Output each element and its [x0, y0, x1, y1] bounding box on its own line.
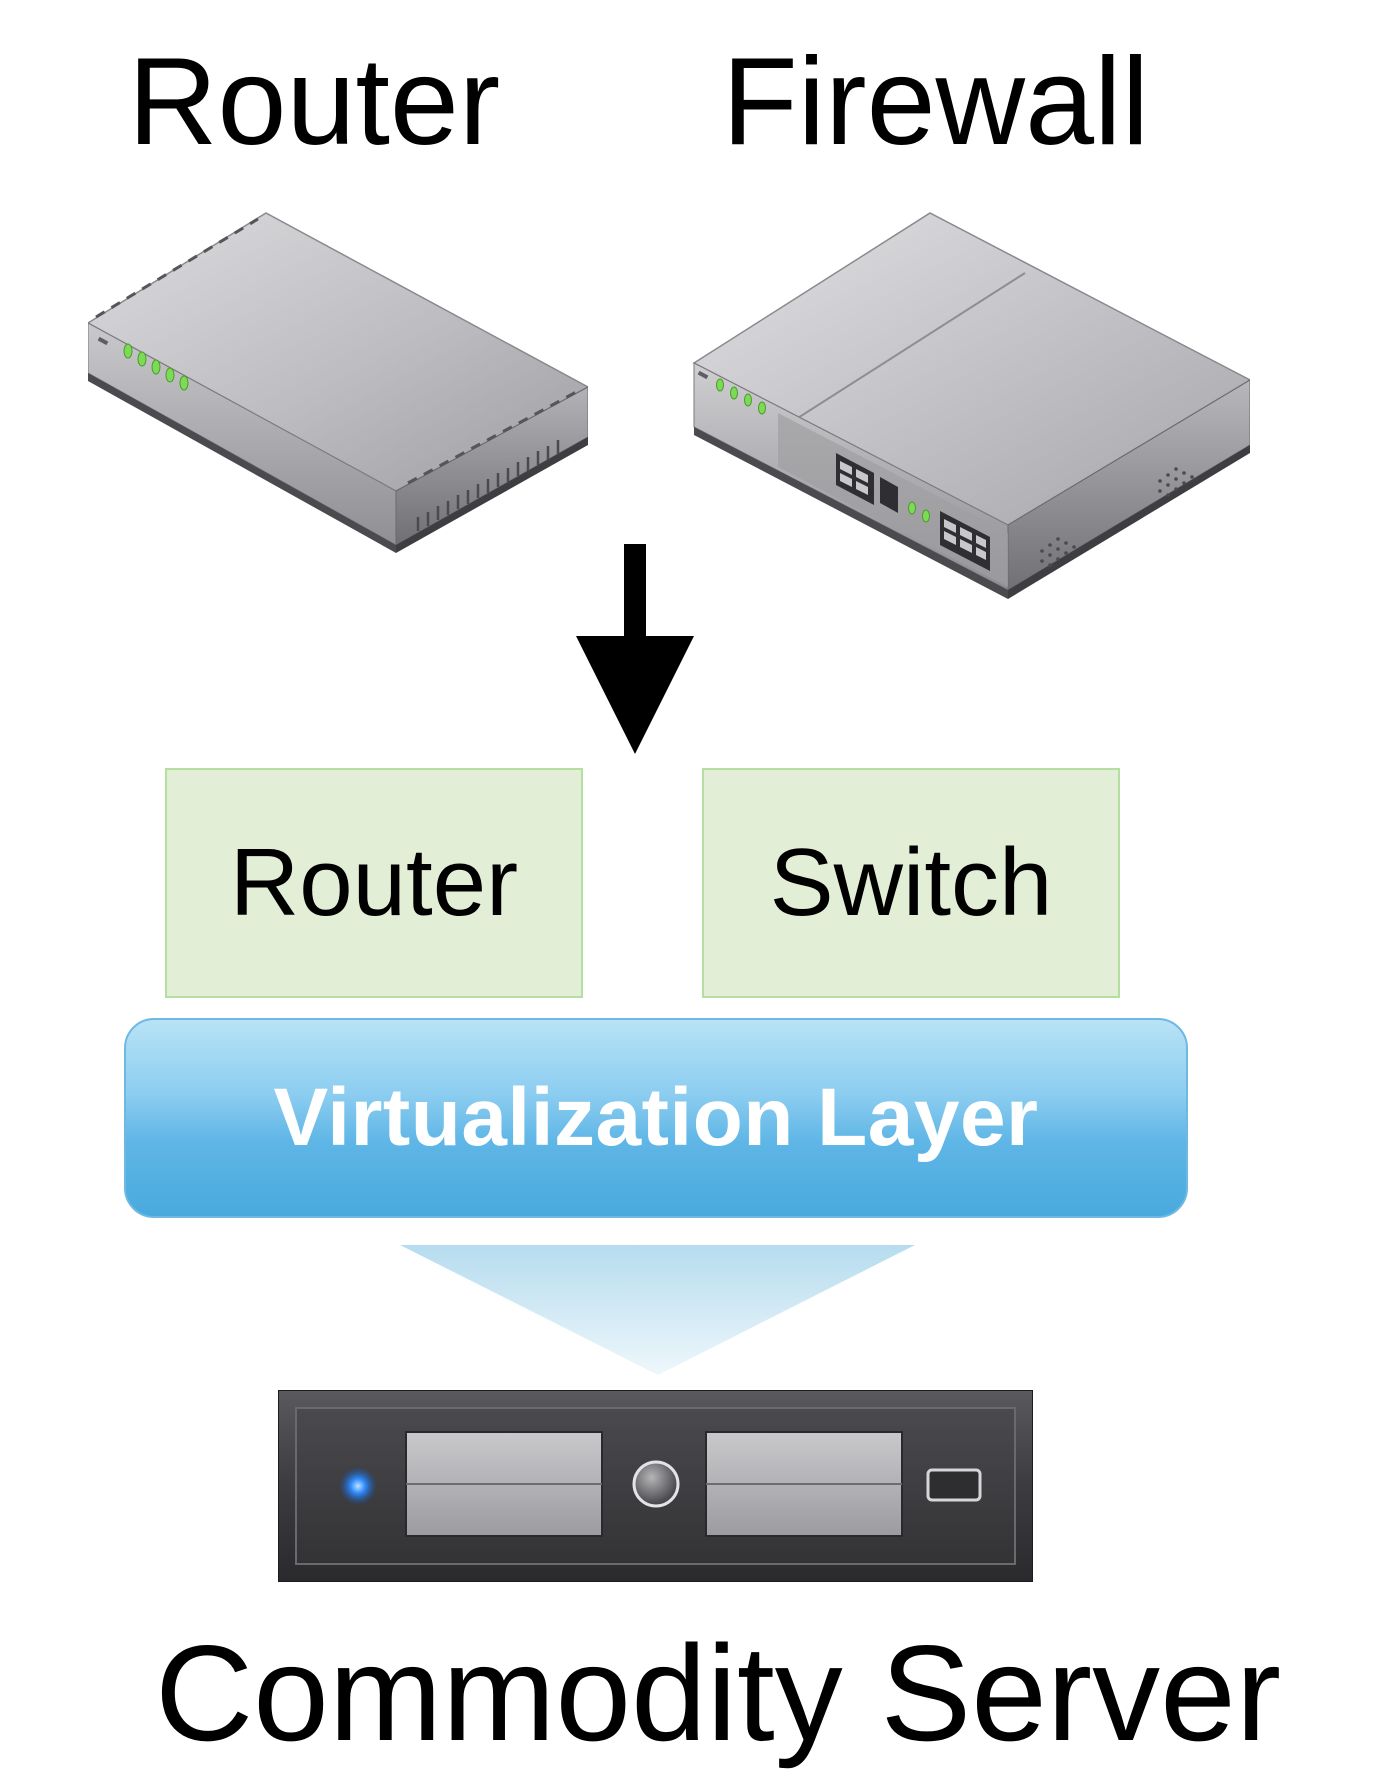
rack-server-icon — [278, 1390, 1033, 1582]
vnf-router-box: Router — [165, 768, 583, 998]
funnel-triangle-icon — [400, 1245, 915, 1375]
vnf-switch-box: Switch — [702, 768, 1120, 998]
vnf-router-label: Router — [229, 829, 519, 936]
vnf-switch-label: Switch — [769, 829, 1053, 936]
virtualization-layer: Virtualization Layer — [124, 1018, 1188, 1218]
router-appliance-icon — [88, 212, 588, 553]
router-title: Router — [128, 33, 501, 171]
firewall-title: Firewall — [722, 33, 1150, 171]
commodity-server-title: Commodity Server — [155, 1617, 1282, 1769]
firewall-appliance-icon — [692, 212, 1250, 599]
arrow-down-icon — [576, 544, 694, 754]
virtualization-layer-label: Virtualization Layer — [273, 1072, 1039, 1163]
